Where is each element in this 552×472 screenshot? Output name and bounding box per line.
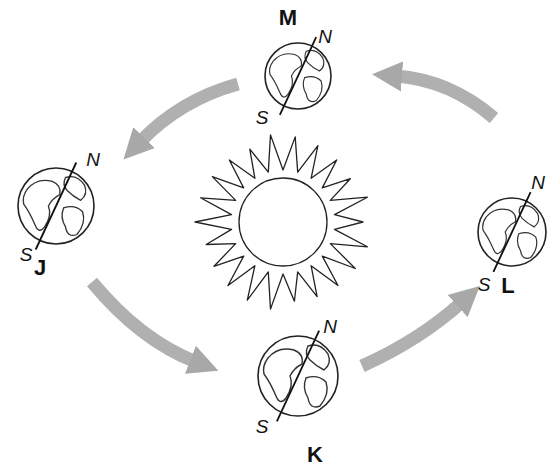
position-letter: K <box>307 444 323 466</box>
pole-label: S <box>256 108 269 127</box>
continent <box>264 349 303 402</box>
orbit-arrow <box>396 76 494 118</box>
pole-label: N <box>318 27 332 46</box>
pole-label: S <box>20 245 33 264</box>
earth <box>18 162 94 249</box>
sun-disc <box>239 178 327 266</box>
position-letter: M <box>279 7 297 29</box>
orbit-arrow <box>362 302 462 366</box>
sun-rays <box>195 135 367 309</box>
continent <box>23 180 60 230</box>
earth-axis <box>277 331 319 422</box>
continent <box>270 54 302 97</box>
orbit-arrow <box>140 84 238 142</box>
pole-label: N <box>323 317 337 336</box>
pole-label: S <box>478 275 491 294</box>
earth-axis <box>280 37 316 115</box>
pole-label: N <box>86 150 100 169</box>
pole-label: S <box>256 417 269 436</box>
earth <box>258 331 338 422</box>
position-letter: L <box>501 275 514 297</box>
continent <box>483 209 516 254</box>
sun <box>195 135 367 309</box>
pole-label: N <box>531 173 545 192</box>
earth <box>265 37 331 115</box>
earth-axis <box>493 192 530 272</box>
position-letter: J <box>34 257 46 279</box>
earth-axis <box>36 162 77 249</box>
orbit-arrow <box>92 282 196 362</box>
earth <box>478 192 546 272</box>
